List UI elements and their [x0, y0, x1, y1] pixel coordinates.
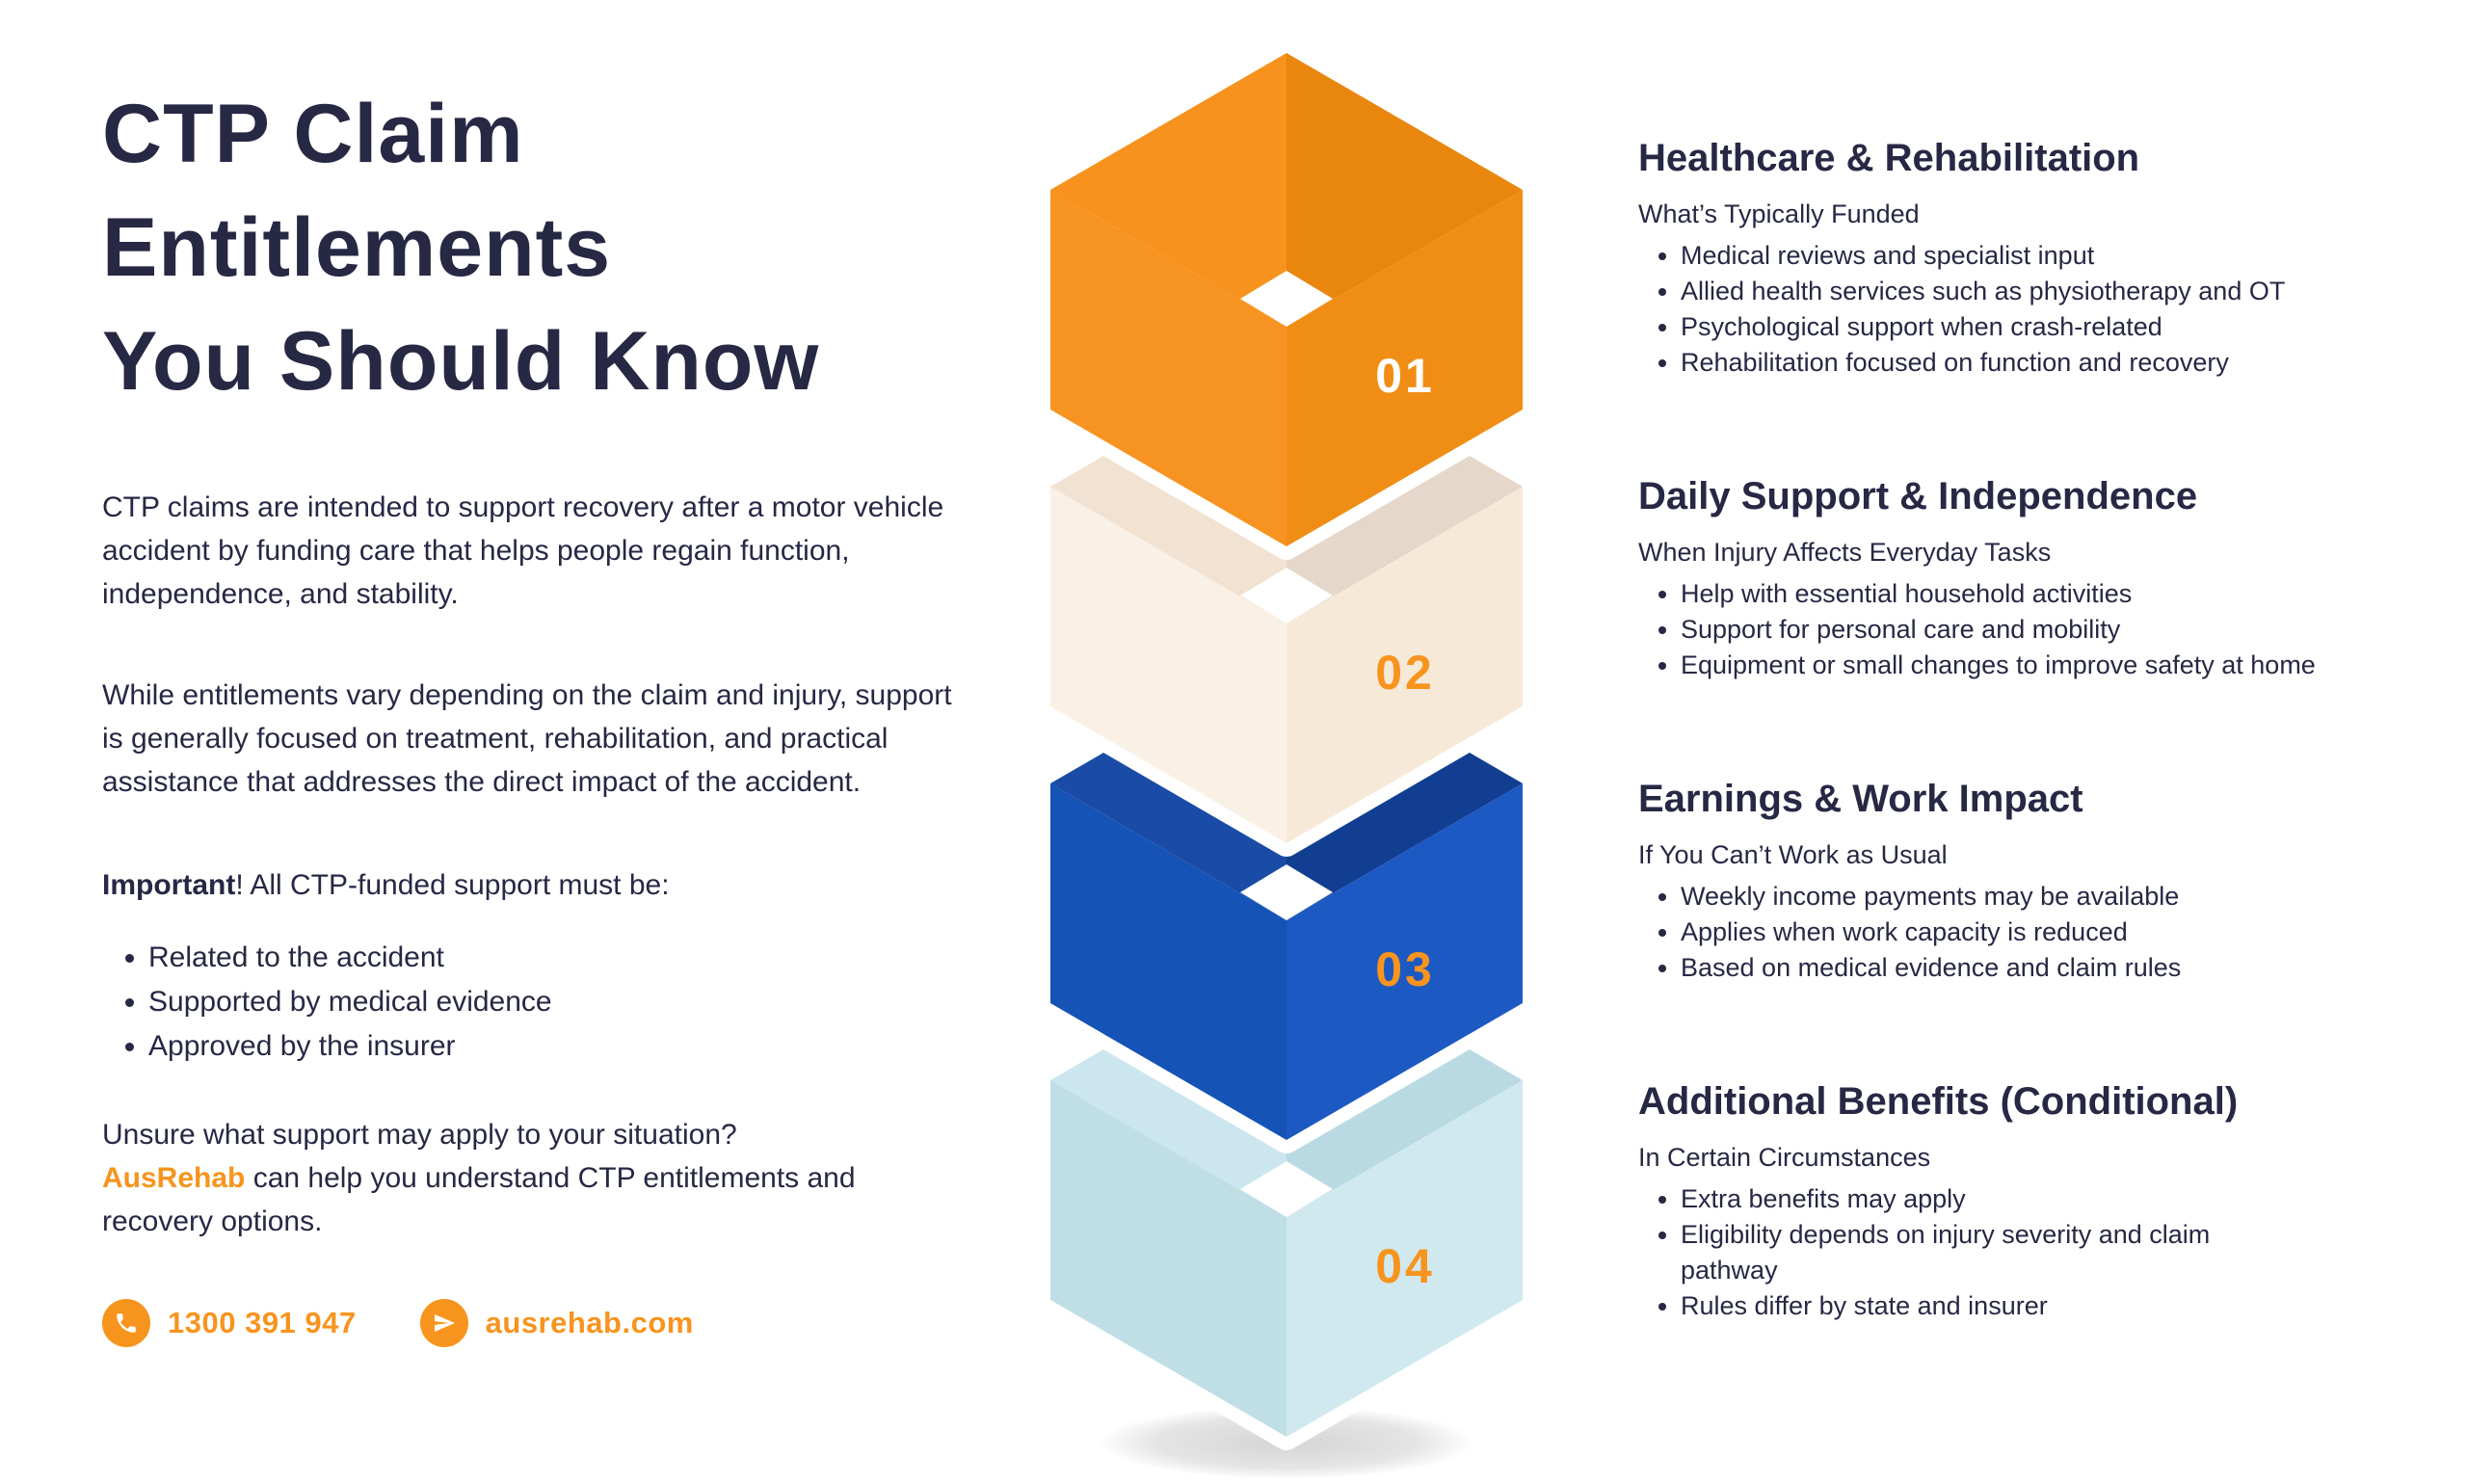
contact-row: 1300 391 947 ausrehab.com [102, 1299, 979, 1347]
list-item: Applies when work capacity is reduced [1681, 914, 2355, 950]
section-additional-benefits: Additional Benefits (Conditional) In Cer… [1638, 1078, 2409, 1324]
section-subtitle: What’s Typically Funded [1638, 199, 1920, 228]
list-item: Rehabilitation focused on function and r… [1681, 345, 2355, 381]
box-right-face [1287, 783, 1523, 1140]
box-left-face [1050, 783, 1287, 1140]
section-title: Daily Support & Independence [1638, 475, 2198, 517]
website-url[interactable]: ausrehab.com [485, 1306, 694, 1339]
list-item: Weekly income payments may be available [1681, 879, 2355, 914]
isometric-box-stack: 04 03 02 01 [1037, 40, 1536, 1479]
box-right-face [1287, 1080, 1523, 1437]
list-item: Support for personal care and mobility [1681, 612, 2355, 648]
box-open-top-hole [1240, 568, 1333, 623]
list-item: Allied health services such as physiothe… [1681, 274, 2355, 309]
list-item: Medical reviews and specialist input [1681, 238, 2355, 274]
section-title: Additional Benefits (Conditional) [1638, 1080, 2239, 1123]
section-title: Earnings & Work Impact [1638, 778, 2083, 820]
page-title-line-1: CTP Claim [102, 88, 524, 180]
box-right-face [1287, 190, 1523, 546]
list-item: Supported by medical evidence [148, 980, 979, 1024]
list-item: Eligibility depends on injury severity a… [1681, 1217, 2259, 1288]
box-top-left-flap [1050, 53, 1287, 327]
list-item: Help with essential household activities [1681, 576, 2355, 612]
list-item: Related to the accident [148, 936, 979, 980]
box-number: 01 [1375, 349, 1435, 403]
section-title: Healthcare & Rehabilitation [1638, 137, 2140, 179]
section-healthcare-rehabilitation: Healthcare & Rehabilitation What’s Typic… [1638, 135, 2409, 381]
important-rest: ! All CTP-funded support must be: [235, 869, 670, 901]
box-number: 04 [1375, 1239, 1435, 1293]
list-item: Approved by the insurer [148, 1024, 979, 1069]
cta-rest: can help you understand CTP entitlements… [102, 1162, 856, 1237]
right-column: Healthcare & Rehabilitation What’s Typic… [1638, 135, 2409, 1324]
important-note: Important! All CTP-funded support must b… [102, 863, 979, 907]
list-item: Rules differ by state and insurer [1681, 1288, 2355, 1324]
box-number: 02 [1375, 646, 1435, 700]
page-title-line-3: You Should Know [102, 315, 820, 408]
box-right-face [1287, 487, 1523, 843]
section-earnings-work-impact: Earnings & Work Impact If You Can’t Work… [1638, 776, 2409, 986]
section-bullet-list: Weekly income payments may be available … [1638, 879, 2355, 986]
section-daily-support-independence: Daily Support & Independence When Injury… [1638, 473, 2409, 683]
box-open-top-hole [1240, 1161, 1333, 1217]
page-title-line-2: Entitlements [102, 201, 612, 294]
list-item: Psychological support when crash-related [1681, 309, 2355, 345]
cta-question: Unsure what support may apply to your si… [102, 1119, 737, 1151]
phone-contact[interactable]: 1300 391 947 [102, 1299, 357, 1347]
brand-name: AusRehab [102, 1162, 246, 1194]
box-open-top-hole [1240, 271, 1333, 327]
section-subtitle: When Injury Affects Everyday Tasks [1638, 538, 2052, 567]
box-top-right-flap [1287, 53, 1523, 327]
box-left-face [1050, 1080, 1287, 1437]
section-subtitle: If You Can’t Work as Usual [1638, 840, 1948, 869]
box-left-face [1050, 487, 1287, 843]
important-label: Important [102, 869, 236, 901]
list-item: Based on medical evidence and claim rule… [1681, 950, 2355, 986]
section-bullet-list: Help with essential household activities… [1638, 576, 2355, 683]
section-bullet-list: Extra benefits may apply Eligibility dep… [1638, 1181, 2355, 1324]
list-item: Extra benefits may apply [1681, 1181, 2355, 1217]
box-left-face [1050, 190, 1287, 546]
paper-plane-icon [419, 1299, 468, 1347]
list-item: Equipment or small changes to improve sa… [1681, 648, 2355, 683]
intro-paragraph-2: While entitlements vary depending on the… [102, 679, 952, 798]
website-contact[interactable]: ausrehab.com [419, 1299, 694, 1347]
page-title: CTP Claim Entitlements You Should Know [102, 77, 979, 418]
box-01: 01 [1037, 40, 1536, 560]
important-bullet-list: Related to the accident Supported by med… [102, 936, 979, 1069]
box-open-top-hole [1240, 864, 1333, 920]
phone-number[interactable]: 1300 391 947 [168, 1306, 357, 1339]
section-subtitle: In Certain Circumstances [1638, 1143, 1931, 1172]
box-number: 03 [1375, 942, 1435, 996]
section-bullet-list: Medical reviews and specialist input All… [1638, 238, 2355, 381]
left-column: CTP Claim Entitlements You Should Know C… [102, 77, 979, 1347]
phone-icon [102, 1299, 150, 1347]
cta-paragraph: Unsure what support may apply to your si… [102, 1113, 931, 1243]
intro-paragraph-1: CTP claims are intended to support recov… [102, 491, 944, 610]
